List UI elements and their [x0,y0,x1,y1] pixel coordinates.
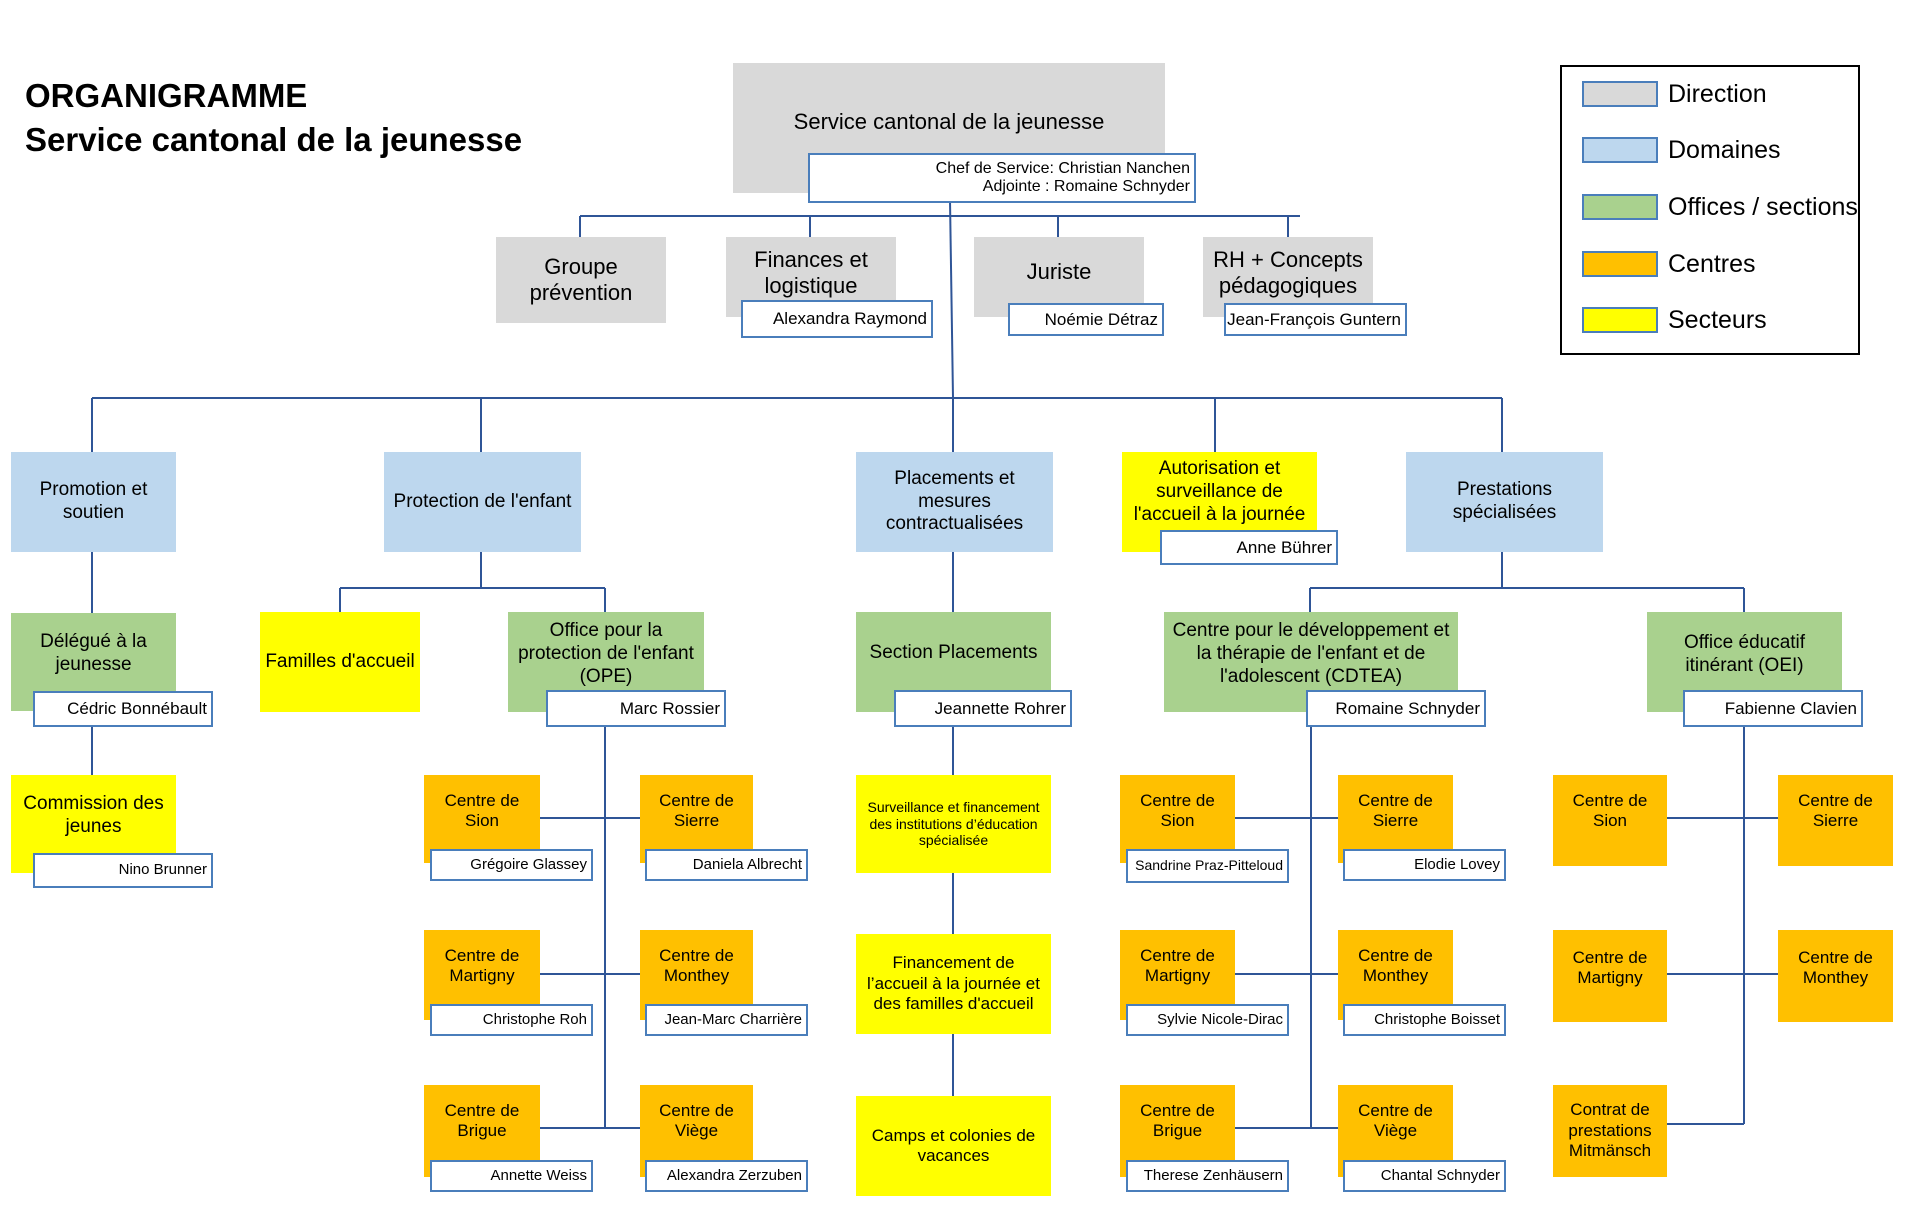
cdtea-person-tag: Romaine Schnyder [1306,690,1486,727]
legend-item-domaines: Domaines [1582,135,1781,165]
ope-centre-sion-person-tag: Grégoire Glassey [430,849,593,881]
root-adjointe-name: Adjointe : Romaine Schnyder [982,178,1190,195]
legend-swatch [1582,251,1658,277]
ope-centre-sion: Centre de Sion [424,775,540,863]
ope-centre-martigny-person-tag: Christophe Roh [430,1004,593,1036]
root-chef-name: Chef de Service: Christian Nanchen [935,160,1190,178]
secteur-financement-accueil: Financement de l’accueil à la journée et… [856,934,1051,1034]
domain-promotion-soutien: Promotion et soutien [11,452,176,552]
cdtea-centre-sion: Centre de Sion [1120,775,1235,863]
legend: Direction Domaines Offices / sections Ce… [1560,65,1860,355]
domain-protection-enfant: Protection de l'enfant [384,452,581,552]
root-chef-tag: Chef de Service: Christian Nanchen Adjoi… [808,153,1196,203]
staff-rh-person-tag: Jean-François Guntern [1224,303,1407,336]
cdtea-centre-brigue-person-tag: Therese Zenhäusern [1126,1160,1289,1192]
oei-person-tag: Fabienne Clavien [1683,690,1863,727]
cdtea-centre-monthey-person-tag: Christophe Boisset [1343,1004,1506,1036]
section-placements-person-tag: Jeannette Rohrer [894,690,1072,727]
ope-centre-monthey-person-tag: Jean-Marc Charrière [645,1004,808,1036]
title-line-1: ORGANIGRAMME [25,77,308,114]
oei-contrat-mitmansch: Contrat de prestations Mitmänsch [1553,1085,1667,1177]
title-line-2: Service cantonal de la jeunesse [25,121,523,158]
oei-centre-sion: Centre de Sion [1553,775,1667,866]
legend-item-centres: Centres [1582,249,1756,279]
domain-prestations-specialisees: Prestations spécialisées [1406,452,1603,552]
delegue-person-tag: Cédric Bonnébault [33,691,213,727]
ope-centre-viege-person-tag: Alexandra Zerzuben [645,1160,808,1192]
autorisation-person-tag: Anne Bührer [1160,530,1338,565]
staff-groupe-prevention: Groupe prévention [496,237,666,323]
oei-centre-sierre: Centre de Sierre [1778,775,1893,866]
cdtea-centre-martigny-person-tag: Sylvie Nicole-Dirac [1126,1004,1289,1036]
cdtea-centre-sierre-person-tag: Elodie Lovey [1343,849,1506,881]
legend-item-secteurs: Secteurs [1582,305,1767,335]
legend-swatch [1582,307,1658,333]
page-title: ORGANIGRAMME Service cantonal de la jeun… [25,74,522,162]
ope-centre-brigue-person-tag: Annette Weiss [430,1160,593,1192]
staff-juriste-person-tag: Noémie Détraz [1008,303,1164,336]
oei-centre-martigny: Centre de Martigny [1553,930,1667,1022]
legend-swatch [1582,137,1658,163]
ope-centre-sierre: Centre de Sierre [640,775,753,863]
secteur-familles-accueil: Familles d'accueil [260,612,420,712]
domain-placements: Placements et mesures contractualisées [856,452,1053,552]
secteur-surveillance-financement: Surveillance et financement des institut… [856,775,1051,873]
legend-item-offices: Offices / sections [1582,192,1858,222]
secteur-camps-colonies: Camps et colonies de vacances [856,1096,1051,1196]
legend-swatch [1582,81,1658,107]
cdtea-centre-viege-person-tag: Chantal Schnyder [1343,1160,1506,1192]
legend-item-direction: Direction [1582,79,1767,109]
staff-finances-person-tag: Alexandra Raymond [741,300,933,338]
oei-centre-monthey: Centre de Monthey [1778,930,1893,1022]
cdtea-centre-sion-person-tag: Sandrine Praz-Pitteloud [1126,849,1289,883]
ope-centre-sierre-person-tag: Daniela Albrecht [645,849,808,881]
commission-person-tag: Nino Brunner [33,853,213,888]
ope-person-tag: Marc Rossier [546,690,726,727]
root-service-label: Service cantonal de la jeunesse [793,109,1105,134]
legend-swatch [1582,194,1658,220]
cdtea-centre-sierre: Centre de Sierre [1338,775,1453,863]
